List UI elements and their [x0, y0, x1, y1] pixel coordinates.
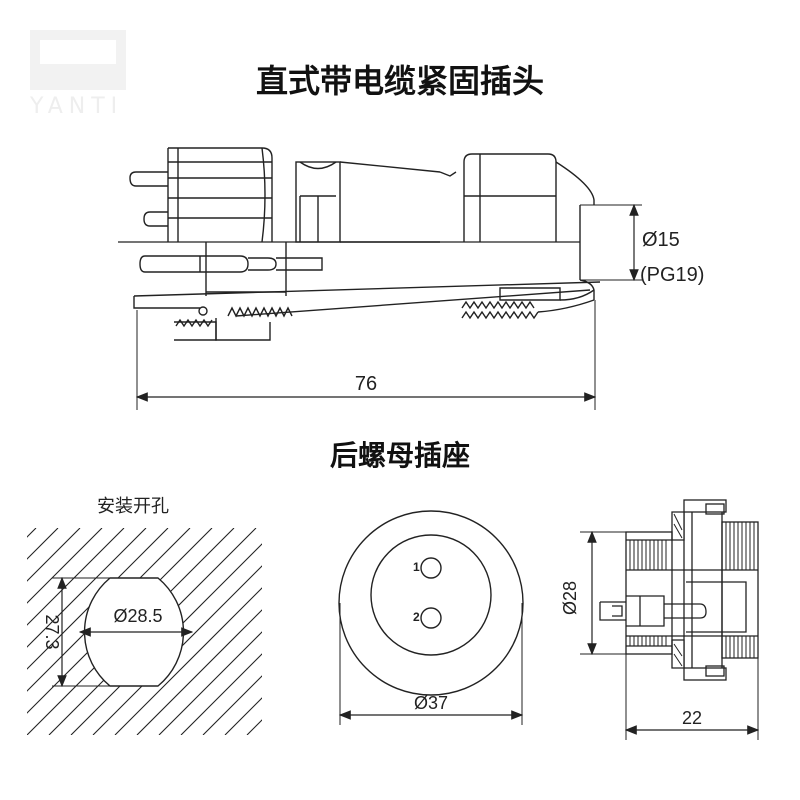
pin-1-label: 1: [413, 560, 420, 574]
panel-cutout: Ø28.5 27.3: [27, 528, 262, 735]
plug-clamp-nut: [463, 153, 595, 300]
watermark-text: YANTI: [30, 94, 124, 119]
watermark-mark: [30, 30, 126, 90]
cutout-hatching: [27, 528, 262, 735]
socket-height-label: Ø28: [560, 581, 580, 615]
plug-dim-length: 76: [135, 373, 597, 402]
plug-thread-label: (PG19): [640, 264, 704, 286]
cutout-flat-label: 27.3: [42, 614, 62, 649]
plug-coupling-nut: [167, 147, 273, 243]
socket-side-view: [580, 499, 760, 740]
socket-thread-right: [725, 522, 755, 658]
plug-length-label: 76: [355, 373, 377, 395]
socket-title: 后螺母插座: [329, 439, 470, 472]
plug-title: 直式带电缆紧固插头: [255, 62, 544, 100]
socket-thread-left: [629, 540, 667, 646]
pin-1-hole: [420, 557, 442, 579]
watermark-logo: YANTI: [30, 30, 126, 119]
cutout-label: 安装开孔: [97, 496, 169, 517]
socket-front-view: [338, 510, 524, 725]
plug-body: [295, 161, 457, 243]
plug-diameter-label: Ø15: [642, 229, 680, 251]
pin-2-hole: [420, 607, 442, 629]
socket-diameter-label: Ø37: [414, 693, 448, 713]
socket-length-label: 22: [682, 708, 702, 728]
plug-drawing: [118, 147, 642, 410]
cutout-diameter-label: Ø28.5: [113, 606, 162, 626]
plug-pins: [129, 171, 168, 227]
pin-2-label: 2: [413, 610, 420, 624]
plug-section: [133, 242, 601, 341]
plug-dim-diameter: Ø15 (PG19): [629, 203, 704, 286]
